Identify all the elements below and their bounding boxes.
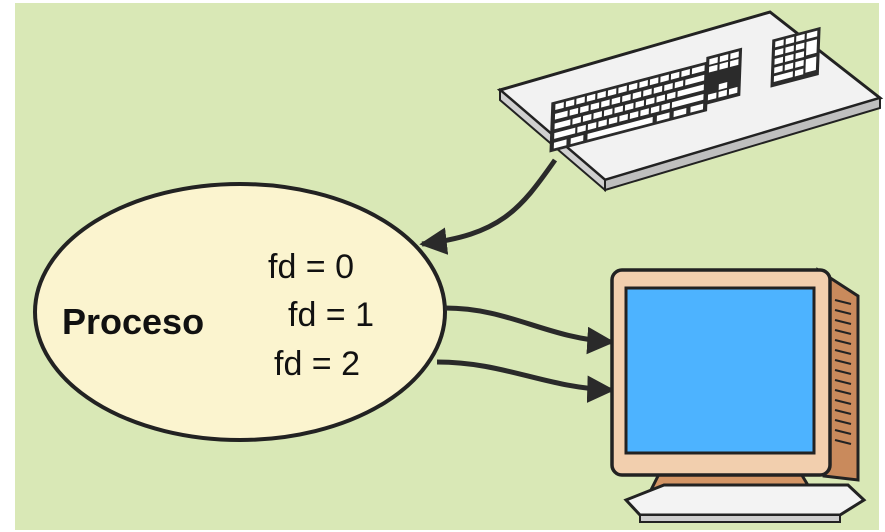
stdin-arrow (419, 158, 558, 255)
stderr-arrow (436, 359, 615, 403)
monitor-icon (610, 267, 867, 523)
monitor-screen (624, 286, 816, 455)
fd-stderr-label: fd = 2 (274, 345, 360, 383)
keyboard-icon (496, 10, 884, 193)
fd-stdin-label: fd = 0 (268, 248, 354, 286)
process-node (33, 182, 447, 442)
process-label: Proceso (62, 301, 204, 342)
fd-stdout-label: fd = 1 (288, 296, 374, 334)
stdout-arrow (444, 305, 615, 355)
